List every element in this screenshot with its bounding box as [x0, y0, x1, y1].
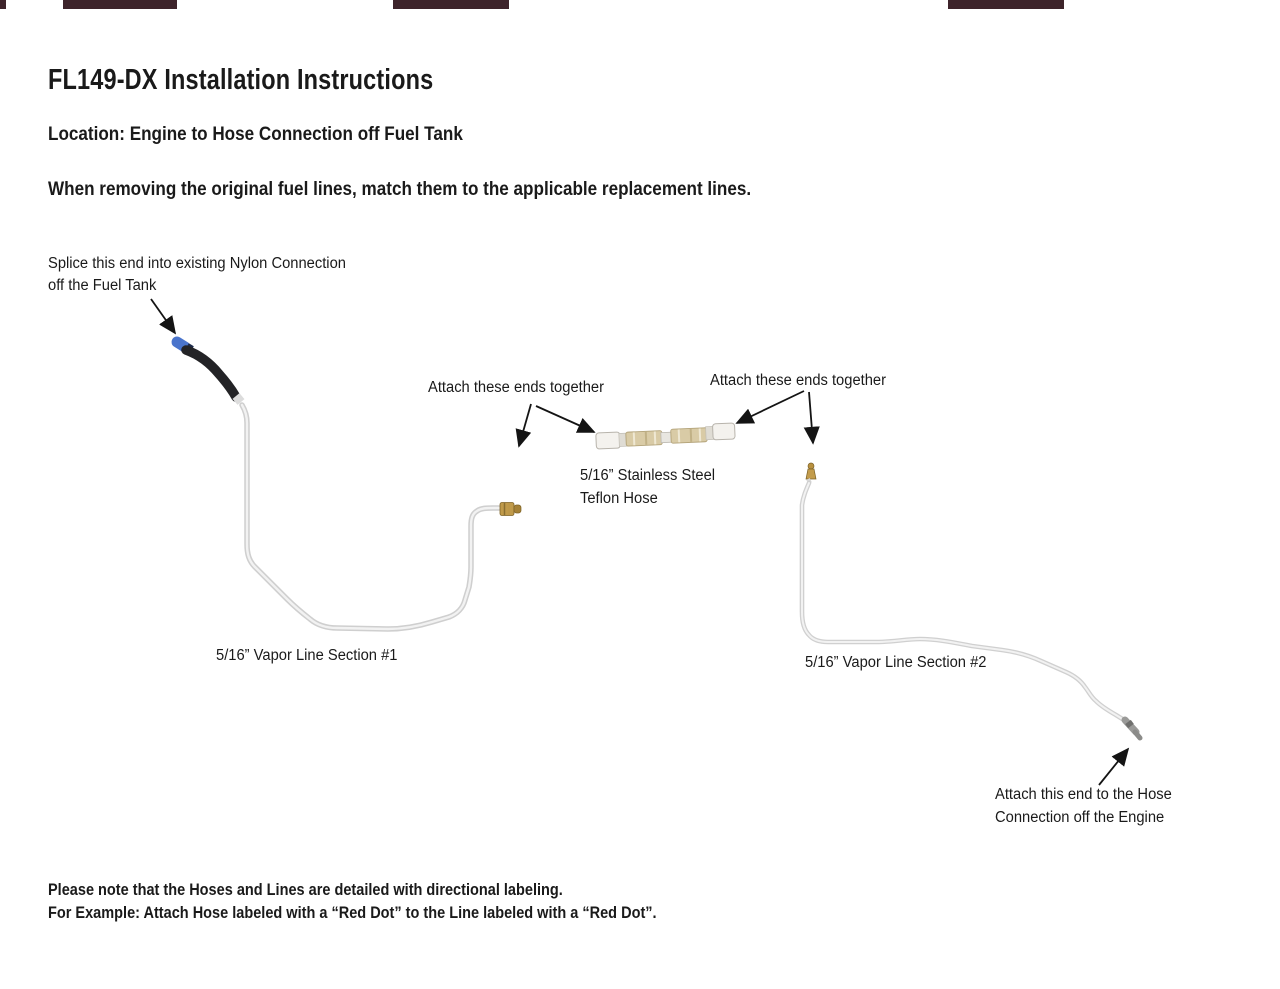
location-line: Location: Engine to Hose Connection off … [48, 124, 463, 145]
annotation-ss-hose-line2: Teflon Hose [580, 490, 658, 507]
annotation-engine-end: Attach this end to the Hose Connection o… [995, 783, 1172, 829]
annotation-ss-hose-line1: 5/16” Stainless Steel [580, 467, 716, 484]
engine-end-fitting [1121, 716, 1143, 741]
annotation-engine-end-line1: Attach this end to the Hose [995, 786, 1172, 803]
label-vapor-line-1: 5/16” Vapor Line Section #1 [216, 647, 398, 664]
annotation-ss-hose: 5/16” Stainless Steel Teflon Hose [580, 464, 715, 510]
hose-fitting-left [595, 431, 621, 450]
annotation-engine-end-line2: Connection off the Engine [995, 809, 1165, 826]
instruction-line: When removing the original fuel lines, m… [48, 179, 752, 200]
arrow-attachleft-to-hose [535, 405, 596, 433]
arrow-attachright-to-line2 [803, 391, 820, 445]
annotation-splice-line2: off the Fuel Tank [48, 277, 157, 294]
annotation-attach-left: Attach these ends together [428, 379, 605, 396]
top-edge-bar-1 [63, 0, 177, 9]
page-title: FL149-DX Installation Instructions [48, 64, 434, 96]
top-edge-bar-2 [393, 0, 509, 9]
annotation-attach-right: Attach these ends together [710, 372, 887, 389]
footnote-line2: For Example: Attach Hose labeled with a … [48, 904, 657, 922]
arrow-splice-to-connector [150, 298, 177, 335]
vapor-line-1-tube [239, 402, 502, 632]
arrow-attachright-to-hose [735, 390, 805, 424]
top-edge-bar-3 [948, 0, 1064, 9]
vapor-line-1-tube-highlight [240, 403, 501, 631]
annotation-arrows [150, 298, 1130, 786]
hose-fitting-right [712, 422, 736, 441]
hose-white-band [232, 393, 245, 405]
brass-fitting-2 [805, 462, 817, 484]
braid-right [670, 427, 708, 444]
stainless-teflon-hose [595, 422, 736, 450]
arrow-engine-to-fitting [1098, 747, 1130, 786]
braid-left [625, 430, 663, 447]
rubber-hose-end [181, 345, 241, 402]
vapor-line-1 [171, 336, 522, 632]
label-vapor-line-2: 5/16” Vapor Line Section #2 [805, 654, 987, 671]
vapor-line-2-tube [799, 480, 1127, 723]
vapor-line-2-tube-highlight [801, 482, 1125, 721]
annotation-splice: Splice this end into existing Nylon Conn… [48, 253, 346, 297]
annotation-splice-line1: Splice this end into existing Nylon Conn… [48, 255, 346, 272]
top-edge-mark-left [0, 0, 6, 9]
arrow-attachleft-to-line1 [515, 403, 532, 448]
brass-fitting-1 [499, 502, 522, 516]
vapor-line-2 [799, 462, 1143, 741]
footnote-line1: Please note that the Hoses and Lines are… [48, 881, 563, 899]
